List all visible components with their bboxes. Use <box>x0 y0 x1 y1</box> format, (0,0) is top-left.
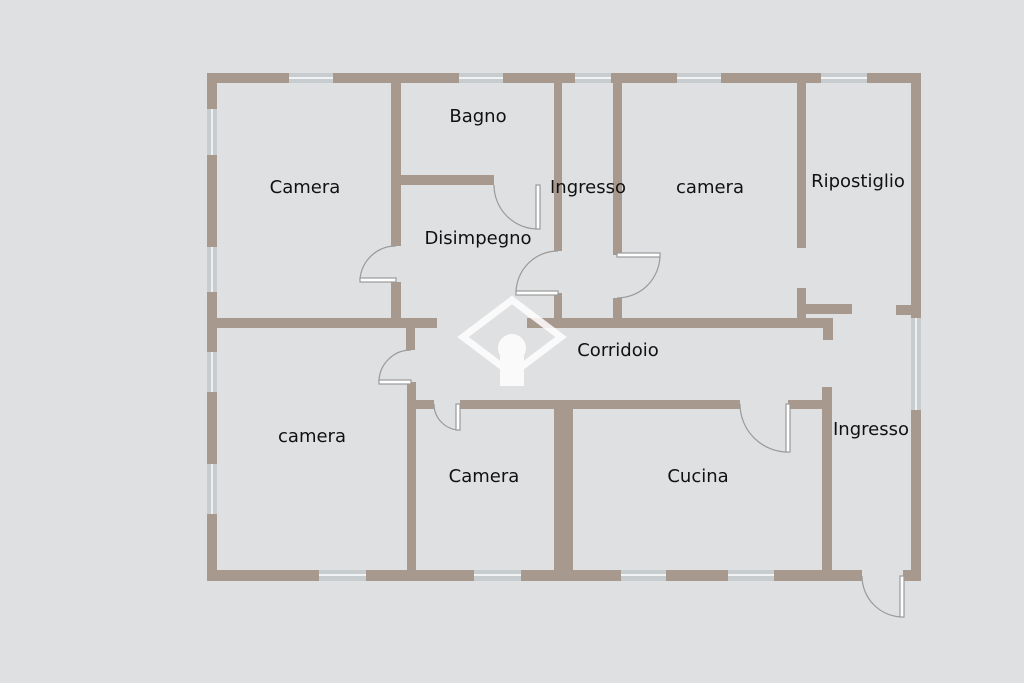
door-camera-s <box>433 403 461 431</box>
room-label-cucina: Cucina <box>667 466 728 487</box>
room-label-camera-s: Camera <box>449 466 520 487</box>
door-cucina <box>739 403 791 453</box>
room-label-ripostiglio: Ripostiglio <box>811 171 905 192</box>
door-camera-nw <box>359 245 397 283</box>
room-labels: Camera Bagno Ingresso camera Ripostiglio… <box>270 106 909 487</box>
door-bagno <box>493 184 541 230</box>
room-label-bagno: Bagno <box>449 106 506 127</box>
door-camera-sw <box>378 349 412 385</box>
house-logo-icon <box>457 295 567 386</box>
room-label-ingresso-e: Ingresso <box>833 419 909 440</box>
room-label-camera-n: camera <box>676 177 744 198</box>
door-ingresso-n <box>515 250 559 296</box>
room-label-disimpegno: Disimpegno <box>424 228 531 249</box>
door-camera-n <box>616 252 661 299</box>
room-label-corridoio: Corridoio <box>577 340 659 361</box>
doors <box>359 184 905 618</box>
room-label-camera-sw: camera <box>278 426 346 447</box>
room-label-ingresso-n: Ingresso <box>550 177 626 198</box>
walls <box>207 73 921 581</box>
room-label-camera-nw: Camera <box>270 177 341 198</box>
windows <box>207 73 921 581</box>
door-ingresso-e <box>861 575 905 618</box>
